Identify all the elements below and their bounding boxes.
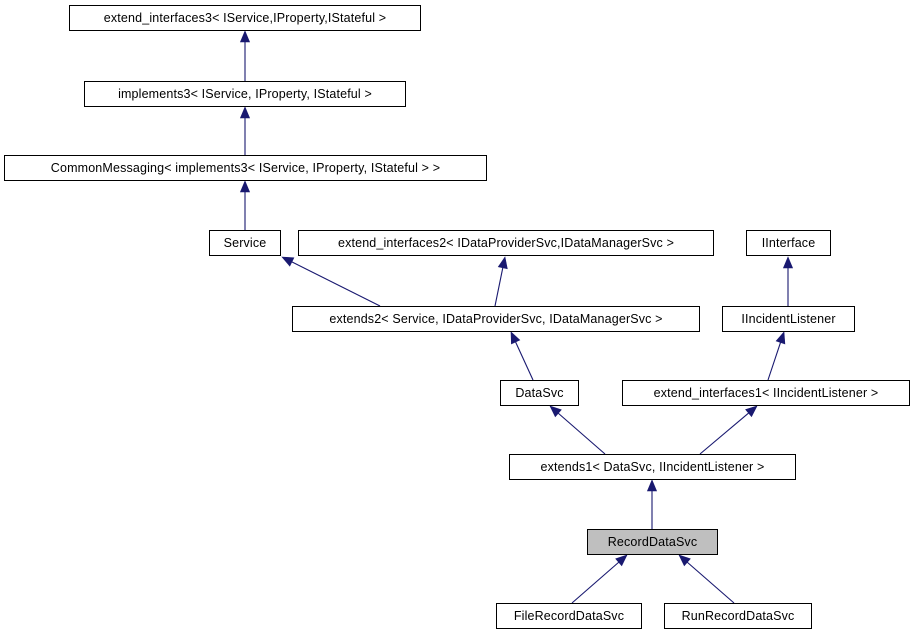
class-node-extends1[interactable]: extends1< DataSvc, IIncidentListener > xyxy=(509,454,796,480)
inheritance-edge-IIncidentListener-to-IInterface xyxy=(782,256,794,306)
class-node-IIncidentListener[interactable]: IIncidentListener xyxy=(722,306,855,332)
inheritance-edge-implements3-to-extend_interfaces3 xyxy=(239,30,251,81)
class-node-label: Service xyxy=(223,235,267,250)
class-node-label: DataSvc xyxy=(515,385,564,400)
class-node-label: extend_interfaces3< IService,IProperty,I… xyxy=(103,10,387,25)
class-node-IInterface[interactable]: IInterface xyxy=(746,230,831,256)
class-node-DataSvc[interactable]: DataSvc xyxy=(500,380,579,406)
inheritance-edge-Service-to-CommonMessaging xyxy=(239,180,251,230)
class-node-label: FileRecordDataSvc xyxy=(513,608,625,623)
class-node-FileRecordDataSvc[interactable]: FileRecordDataSvc xyxy=(496,603,642,629)
class-node-label: IInterface xyxy=(761,235,816,250)
inheritance-edge-extend_interfaces1-to-IIncidentListener xyxy=(767,331,786,381)
class-node-label: extends2< Service, IDataProviderSvc, IDa… xyxy=(329,311,663,326)
inheritance-edge-DataSvc-to-extends2 xyxy=(510,331,534,381)
inheritance-edge-RecordDataSvc-to-extends1 xyxy=(646,479,658,529)
class-node-extend_interfaces2[interactable]: extend_interfaces2< IDataProviderSvc,IDa… xyxy=(298,230,714,256)
class-node-RunRecordDataSvc[interactable]: RunRecordDataSvc xyxy=(664,603,812,629)
inheritance-edge-extends2-to-extend_interfaces2 xyxy=(494,256,508,307)
inheritance-edge-extends1-to-DataSvc xyxy=(549,405,606,455)
class-node-extend_interfaces1[interactable]: extend_interfaces1< IIncidentListener > xyxy=(622,380,910,406)
class-node-label: RecordDataSvc xyxy=(607,534,698,549)
inheritance-edge-extends1-to-extend_interfaces1 xyxy=(699,405,758,455)
class-node-extend_interfaces3[interactable]: extend_interfaces3< IService,IProperty,I… xyxy=(69,5,421,31)
class-node-label: implements3< IService, IProperty, IState… xyxy=(118,86,372,101)
inheritance-edge-FileRecordDataSvc-to-RecordDataSvc xyxy=(571,554,628,604)
class-node-Service[interactable]: Service xyxy=(209,230,281,256)
inheritance-edge-RunRecordDataSvc-to-RecordDataSvc xyxy=(678,554,735,604)
class-node-label: IIncidentListener xyxy=(741,311,836,326)
inheritance-edge-CommonMessaging-to-implements3 xyxy=(239,106,251,155)
class-node-CommonMessaging[interactable]: CommonMessaging< implements3< IService, … xyxy=(4,155,487,181)
class-node-label: extends1< DataSvc, IIncidentListener > xyxy=(540,459,765,474)
class-node-RecordDataSvc[interactable]: RecordDataSvc xyxy=(587,529,718,555)
class-node-label: extend_interfaces2< IDataProviderSvc,IDa… xyxy=(337,235,675,250)
class-node-label: RunRecordDataSvc xyxy=(681,608,795,623)
inheritance-edge-extends2-to-Service xyxy=(281,256,381,307)
class-node-label: CommonMessaging< implements3< IService, … xyxy=(50,160,441,175)
class-node-extends2[interactable]: extends2< Service, IDataProviderSvc, IDa… xyxy=(292,306,700,332)
class-node-implements3[interactable]: implements3< IService, IProperty, IState… xyxy=(84,81,406,107)
class-node-label: extend_interfaces1< IIncidentListener > xyxy=(653,385,879,400)
